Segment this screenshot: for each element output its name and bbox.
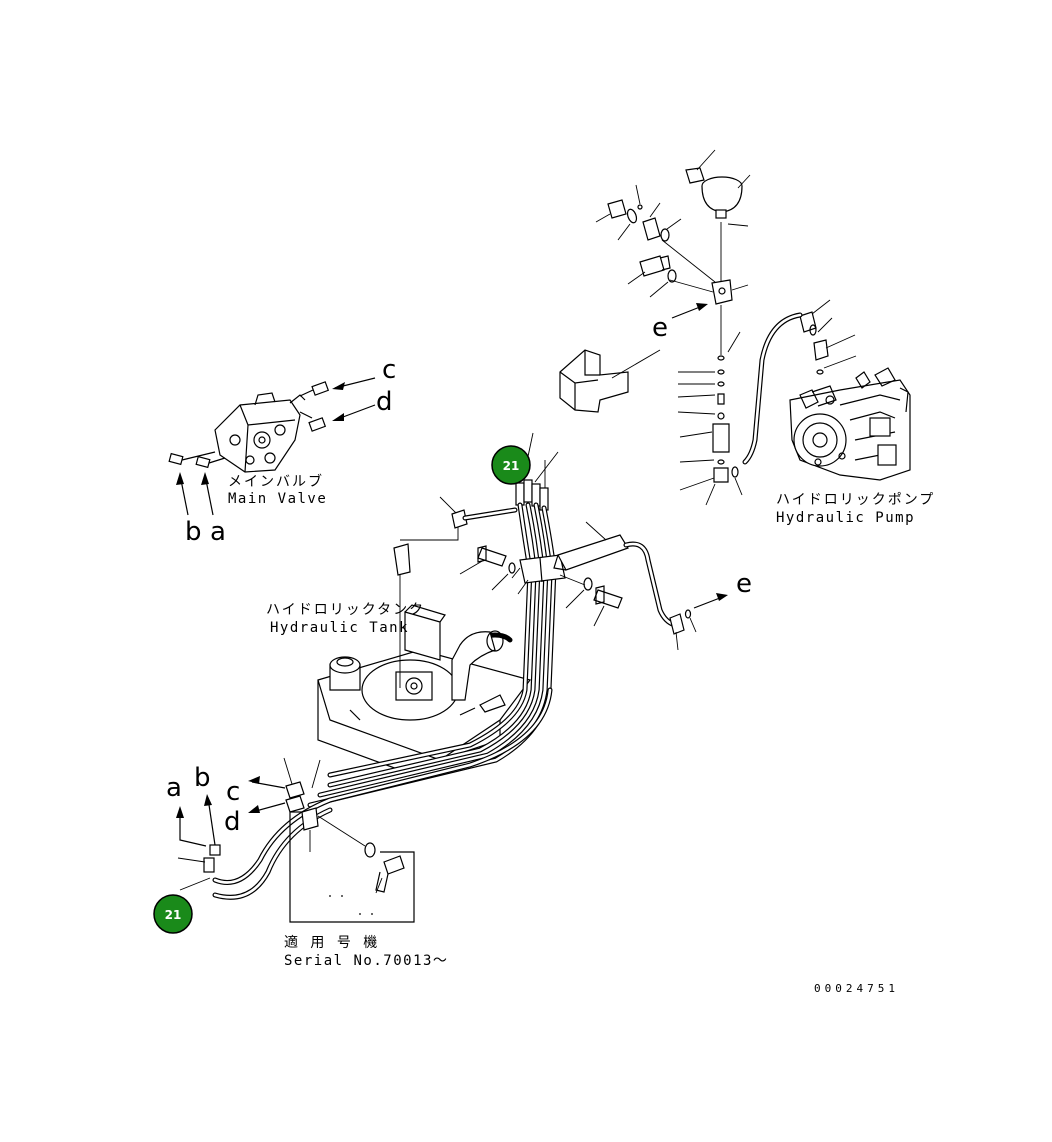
lower-port-a-letter: a xyxy=(166,773,182,803)
valve-port-b-letter: b xyxy=(185,517,202,547)
valve-port-c-letter: c xyxy=(382,355,396,385)
lower-port-d-letter: d xyxy=(224,807,241,837)
lower-port-c-letter: c xyxy=(226,777,240,807)
hydraulic-pump-assembly xyxy=(789,299,911,481)
hydraulic-tank-assembly xyxy=(317,604,532,771)
mounting-bracket xyxy=(559,349,661,413)
main-valve-assembly xyxy=(168,381,330,473)
hydraulic-pump-label-jp: ハイドロリックポンプ xyxy=(776,492,935,508)
serial-applicability-box xyxy=(289,807,415,923)
serial-label-en: Serial No.70013～ xyxy=(284,953,448,969)
main-valve-label-en: Main Valve xyxy=(228,491,327,507)
valve-port-arrows xyxy=(176,377,376,516)
hydraulic-pump-label-en: Hydraulic Pump xyxy=(776,510,915,526)
lower-port-b-letter: b xyxy=(194,763,211,793)
hydraulic-tank-label-en: Hydraulic Tank xyxy=(270,620,409,636)
hydraulic-tank-label-jp: ハイドロリックタンク xyxy=(266,602,425,618)
callout-21-lower-number: 21 xyxy=(165,908,182,922)
serial-label-jp: 適 用 号 機 xyxy=(284,934,379,951)
upper-hose-bundle xyxy=(307,432,566,808)
valve-port-a-letter: a xyxy=(210,517,226,547)
right-return-hose xyxy=(553,521,728,651)
callout-21-upper[interactable]: 21 xyxy=(491,445,531,485)
drawing-number: 00024751 xyxy=(814,982,899,995)
bracket-port-e-letter: e xyxy=(652,313,668,343)
pump-pilot-hose xyxy=(742,312,803,465)
callout-21-upper-number: 21 xyxy=(503,459,520,473)
valve-port-d-letter: d xyxy=(376,387,393,417)
main-valve-label-jp: メインバルブ xyxy=(228,473,324,490)
accumulator-assembly xyxy=(595,149,751,506)
hose-port-e-letter: e xyxy=(736,569,752,599)
callout-21-lower[interactable]: 21 xyxy=(153,894,193,934)
